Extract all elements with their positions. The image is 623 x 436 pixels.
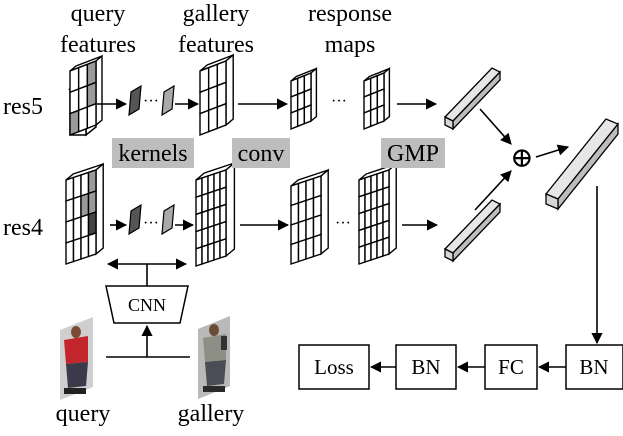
conv-highlight [232,138,290,168]
res5-response-ellipsis: ··· [331,93,347,110]
loss-box [298,344,370,390]
res4-kernel-light [161,203,175,236]
fc-label: FC [498,355,524,379]
loss-label: Loss [314,355,354,379]
res4-gallery-feature-map [195,161,236,267]
fused-vector [544,118,620,211]
kernels-label: kernels [118,141,187,167]
query-image-caption: query [56,401,111,427]
header-query-features-line2: features [60,32,136,58]
res4-kernels-ellipsis: ··· [143,215,159,232]
header-response-maps-line2: maps [325,32,376,58]
res5-query-feature-map [69,54,103,137]
res5-gallery-feature-map [199,53,234,137]
header-gallery-features-line1: gallery [183,1,250,27]
query-person-image [60,317,93,400]
bn-left-box [395,344,457,390]
arrow-sum-to-fused [535,144,570,158]
cnn-label: CNN [128,295,166,315]
row-label-res5: res5 [3,94,43,120]
sum-operator: ⊕ [510,143,533,174]
header-gallery-features-line2: features [178,32,254,58]
res4-kernel-dark [128,203,142,236]
conv-label: conv [238,141,285,167]
row-label-res4: res4 [3,215,43,241]
res4-response-map-last [358,162,397,265]
gallery-person-image [198,316,230,399]
res4-response-map-first [290,168,329,265]
bn-right-label: BN [579,355,608,379]
gmp-highlight [381,138,445,168]
header-response-maps-line1: response [308,1,392,27]
kernels-highlight [112,138,194,168]
res5-response-map-last [363,67,391,131]
res5-kernel-light [161,84,175,117]
fc-box [484,344,538,390]
res5-response-map-first [290,67,318,131]
res5-pooled-vector [443,67,502,131]
res4-pooled-vector [443,199,502,263]
res4-response-ellipsis: ··· [335,215,351,232]
res4-query-feature-map [65,162,104,265]
gallery-image-caption: gallery [178,401,245,427]
arrow-res5-to-sum [479,108,512,145]
header-query-features-line1: query [71,1,126,27]
res5-kernel-dark [128,84,142,117]
bn-left-label: BN [411,355,440,379]
cnn-block [105,285,189,324]
gmp-label: GMP [387,141,439,167]
res5-kernels-ellipsis: ··· [143,93,159,110]
arrow-res4-to-sum [474,170,512,211]
